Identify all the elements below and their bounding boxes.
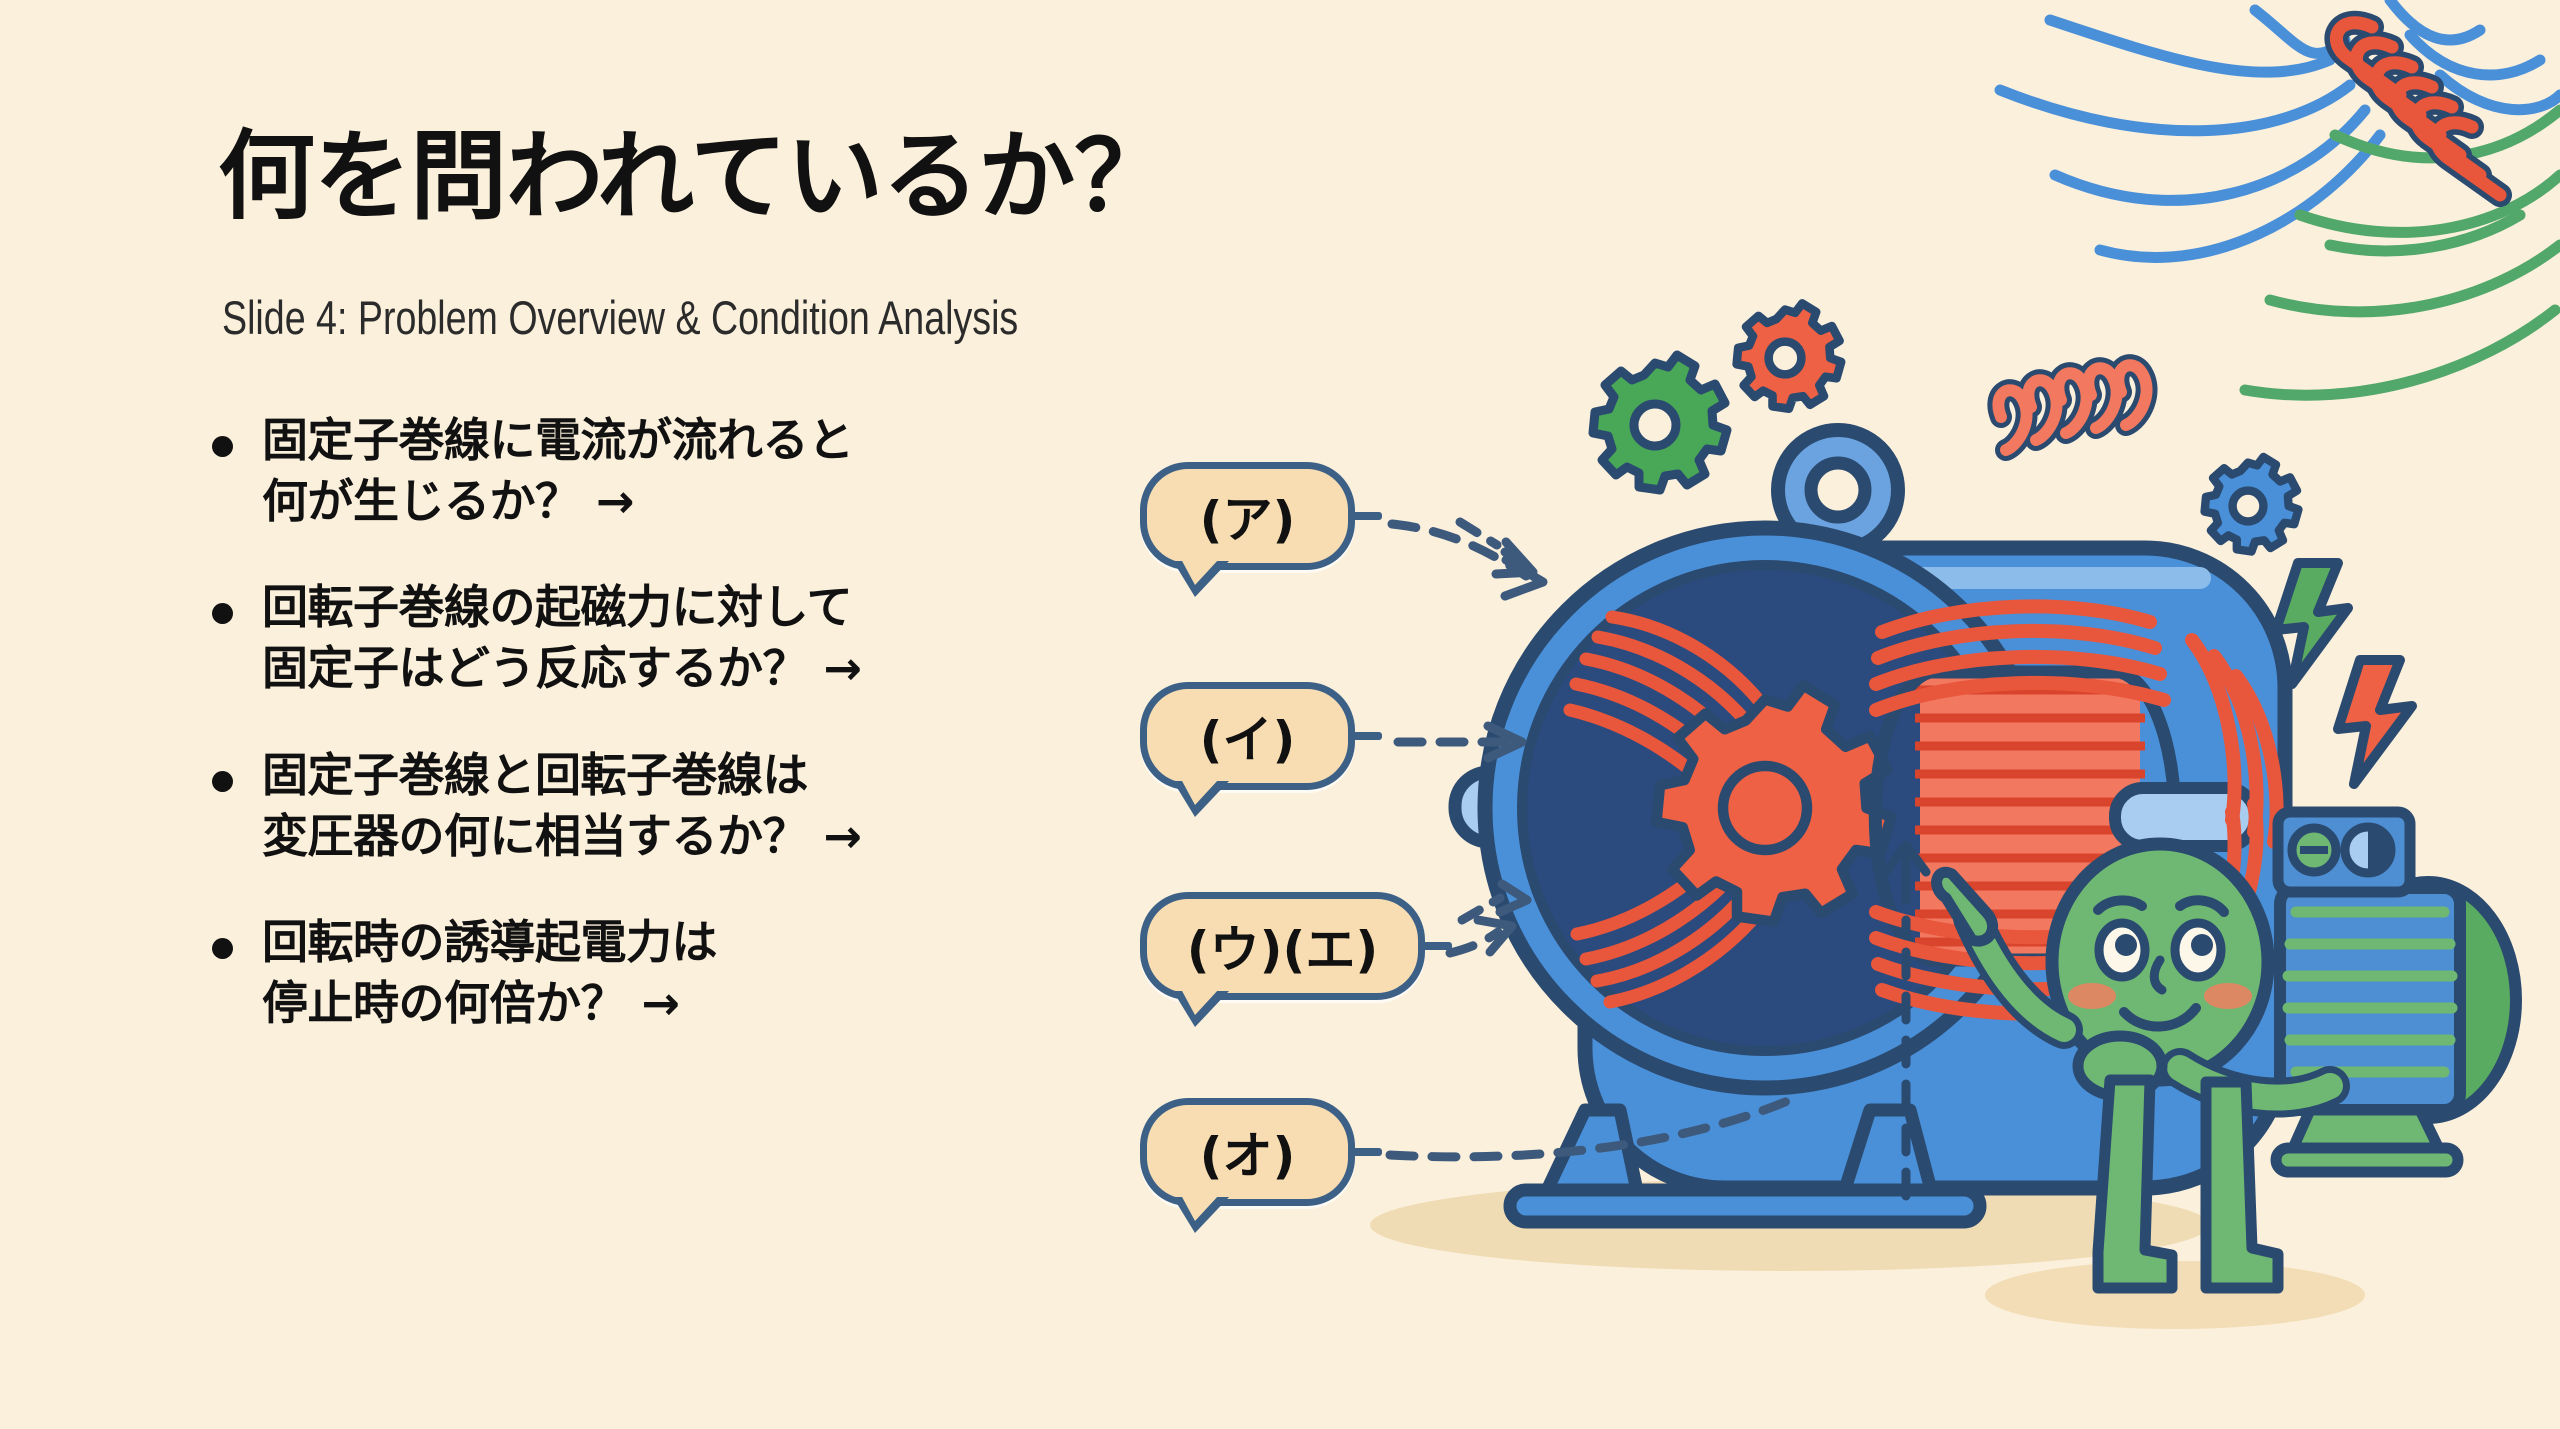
page-subtitle: Slide 4: Problem Overview & Condition An… bbox=[222, 291, 1019, 344]
list-item: 固定子巻線に電流が流れると 何が生じるか？ → bbox=[200, 410, 1160, 531]
connector-a-arrow bbox=[1500, 555, 1548, 601]
speech-bubble-label: (イ) bbox=[1199, 711, 1296, 769]
speech-bubble-a: (ア) bbox=[1140, 462, 1382, 597]
gear-green-icon bbox=[1588, 350, 1732, 495]
rotor-shaft-right bbox=[2109, 782, 2261, 852]
gear-blue-icon bbox=[2200, 452, 2303, 556]
mascot-ground-shadow bbox=[1985, 1261, 2365, 1329]
flux-arrow bbox=[1881, 840, 1931, 1201]
connector-a bbox=[1387, 519, 1531, 581]
stator-bore bbox=[1517, 560, 2013, 1056]
speech-bubble-stub bbox=[1348, 732, 1382, 740]
lightning-bolt-red-icon bbox=[2333, 655, 2417, 789]
lightning-bolt-green-icon bbox=[2271, 558, 2353, 689]
speech-bubble-i: (イ) bbox=[1140, 682, 1382, 817]
connector-i-arrow bbox=[1483, 721, 1527, 763]
lifting-eye bbox=[1771, 423, 1905, 560]
list-item: 回転時の誘導起電力は 停止時の何倍か？ → bbox=[200, 912, 1160, 1033]
bullet-text: 固定子巻線に電流が流れると 何が生じるか？ → bbox=[262, 413, 854, 528]
bullet-dot-icon bbox=[212, 770, 233, 792]
bullet-text: 回転子巻線の起磁力に対して 固定子はどう反応するか？ → bbox=[262, 580, 862, 696]
coil-spring-red bbox=[1987, 354, 2158, 461]
list-item: 回転子巻線の起磁力に対して 固定子はどう反応するか？ → bbox=[200, 577, 1160, 698]
mascot-arm-resting bbox=[2072, 1030, 2350, 1118]
bullet-dot-icon bbox=[212, 436, 233, 457]
speech-bubble-label: (ア) bbox=[1199, 491, 1296, 549]
side-windings bbox=[1869, 599, 2284, 1021]
base-feet bbox=[1533, 1103, 1942, 1212]
list-item: 固定子巻線と回転子巻線は 変圧器の何に相当するか？ → bbox=[200, 745, 1160, 866]
motor-mascot-character bbox=[1931, 806, 2522, 1294]
speech-bubble-tail bbox=[1173, 1195, 1229, 1233]
speech-bubble-u-e: (ウ)(エ) bbox=[1140, 892, 1452, 1027]
speech-bubble-tail bbox=[1173, 989, 1229, 1027]
mascot-mouth bbox=[2119, 1003, 2201, 1032]
speech-bubble-label: (オ) bbox=[1199, 1127, 1296, 1185]
connector-o bbox=[1385, 1095, 1795, 1162]
motor-ground-shadow bbox=[1370, 1179, 2210, 1271]
bullet-text: 回転時の誘導起電力は 停止時の何倍か？ → bbox=[262, 915, 718, 1031]
bullet-text: 固定子巻線と回転子巻線は 変圧器の何に相当するか？ → bbox=[262, 747, 862, 863]
bullet-dot-icon bbox=[212, 938, 233, 960]
mascot-eye-left bbox=[2094, 918, 2150, 982]
mascot-terminal-box bbox=[2272, 806, 2416, 898]
field-lines-green bbox=[2239, 104, 2560, 401]
speech-bubble-tail bbox=[1173, 779, 1229, 817]
stator-face bbox=[1477, 520, 2053, 1096]
bullet-list: 固定子巻線に電流が流れると 何が生じるか？ → 回転子巻線の起磁力に対して 固定… bbox=[200, 410, 1160, 1080]
connector-u-e-arrow bbox=[1473, 915, 1517, 957]
mascot-eyebrow-left bbox=[2093, 895, 2147, 915]
mascot-motor-body bbox=[2274, 882, 2466, 1116]
page-title: 何を問われているか？ bbox=[218, 120, 1171, 233]
rotor-gear bbox=[1651, 680, 1897, 927]
rotor-core bbox=[1868, 665, 2182, 967]
speech-bubble-stub bbox=[1348, 512, 1382, 520]
speech-bubble-o: (オ) bbox=[1140, 1098, 1382, 1233]
speech-bubble-label: (ウ)(エ) bbox=[1186, 921, 1379, 979]
mascot-motor-fins bbox=[2282, 906, 2458, 1078]
bullet-dot-icon bbox=[212, 603, 233, 625]
field-lines-blue bbox=[1994, 0, 2560, 263]
speech-bubble-stub bbox=[1418, 942, 1452, 950]
solenoid-coil bbox=[2324, 10, 2512, 207]
speech-bubble-stub bbox=[1348, 1148, 1382, 1156]
shaft bbox=[1448, 765, 1772, 849]
mascot-eye-right bbox=[2170, 918, 2226, 982]
speech-bubble-tail bbox=[1173, 559, 1229, 597]
mascot-legs bbox=[2092, 1074, 2284, 1294]
mascot-blush-right bbox=[2204, 983, 2252, 1009]
mascot-head bbox=[2045, 837, 2275, 1087]
motion-arrows bbox=[1455, 517, 1538, 925]
gear-red-icon bbox=[1732, 299, 1846, 413]
bubble-connectors bbox=[1385, 519, 1795, 1162]
stator-windings bbox=[1563, 610, 1775, 1009]
mascot-arm-pointing bbox=[1931, 866, 2083, 1049]
mascot-nose bbox=[2149, 955, 2167, 995]
induction-motor-illustration bbox=[1448, 423, 2293, 1229]
connector-u-e bbox=[1445, 927, 1503, 958]
mascot-blush-left bbox=[2068, 983, 2116, 1009]
stator-housing bbox=[1577, 540, 2293, 1196]
mascot-eyebrow-right bbox=[2175, 895, 2229, 917]
